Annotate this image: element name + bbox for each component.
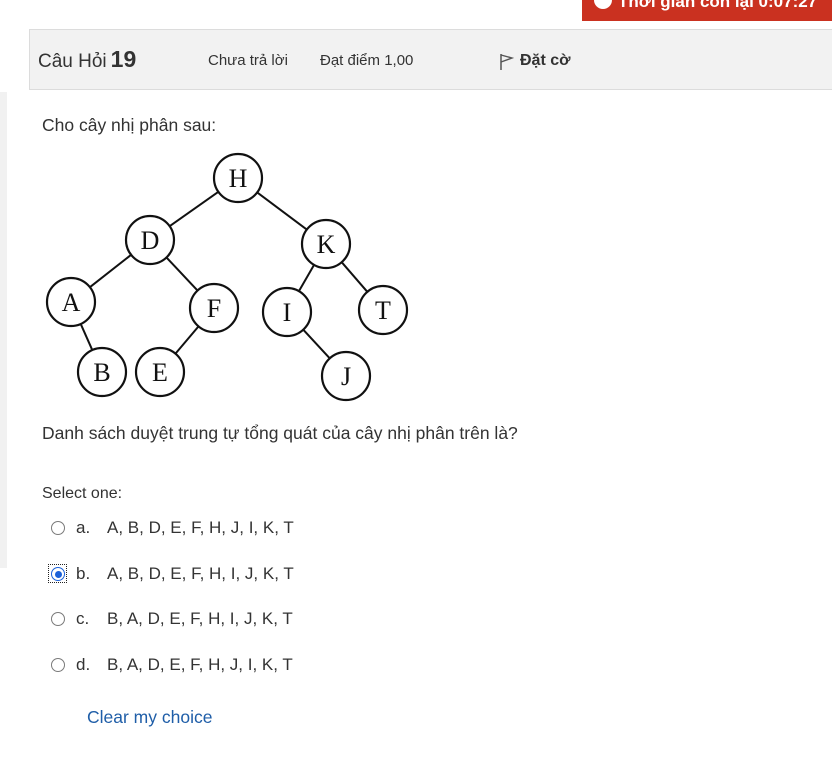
flag-question-button[interactable]: Đặt cờ bbox=[498, 51, 571, 71]
tree-node-F: F bbox=[188, 282, 240, 334]
tree-node-I: I bbox=[261, 286, 313, 338]
timer-banner: Thời gian còn lại 0:07:27 bbox=[582, 0, 832, 21]
tree-edge-D-A bbox=[89, 254, 132, 288]
option-letter: a. bbox=[76, 518, 91, 537]
tree-edge-D-F bbox=[165, 256, 199, 292]
tree-edge-A-B bbox=[79, 323, 94, 351]
question-number-value: 19 bbox=[110, 46, 137, 72]
tree-edge-H-K bbox=[256, 191, 308, 231]
radio-button[interactable] bbox=[51, 612, 65, 626]
tree-node-label: I bbox=[283, 298, 292, 327]
tree-edge-H-D bbox=[169, 191, 219, 227]
radio-button[interactable] bbox=[48, 564, 67, 583]
tree-node-K: K bbox=[300, 218, 352, 270]
clear-choice-link[interactable]: Clear my choice bbox=[87, 707, 213, 727]
tree-edge-K-T bbox=[340, 261, 369, 293]
radio-button[interactable] bbox=[51, 521, 65, 535]
tree-edge-K-I bbox=[298, 264, 315, 292]
tree-node-D: D bbox=[124, 214, 176, 266]
tree-node-label: J bbox=[341, 362, 351, 391]
question-grade: Đạt điểm 1,00 bbox=[320, 52, 414, 69]
option-text: B, A, D, E, F, H, J, I, K, T bbox=[107, 655, 293, 674]
option-letter: d. bbox=[76, 655, 91, 674]
tree-node-label: A bbox=[62, 288, 81, 317]
tree-node-B: B bbox=[76, 346, 128, 398]
timer-text: Thời gian còn lại 0:07:27 bbox=[618, 0, 818, 11]
binary-tree-image: H D K A F I T B E J bbox=[45, 152, 409, 402]
tree-node-H: H bbox=[212, 152, 264, 204]
option-text: B, A, D, E, F, H, I, J, K, T bbox=[107, 609, 293, 628]
select-one-label: Select one: bbox=[42, 485, 123, 502]
option-text: A, B, D, E, F, H, I, J, K, T bbox=[107, 564, 294, 583]
tree-node-J: J bbox=[320, 350, 372, 402]
question-text: Danh sách duyệt trung tự tổng quát của c… bbox=[42, 423, 518, 443]
tree-node-label: F bbox=[207, 294, 221, 323]
tree-edge-I-J bbox=[302, 328, 331, 360]
radio-button[interactable] bbox=[51, 658, 65, 672]
tree-node-label: B bbox=[93, 358, 110, 387]
option-text: A, B, D, E, F, H, J, I, K, T bbox=[107, 518, 294, 537]
tree-node-T: T bbox=[357, 284, 409, 336]
tree-node-E: E bbox=[134, 346, 186, 398]
tree-node-label: D bbox=[141, 226, 160, 255]
option-letter: b. bbox=[76, 564, 91, 583]
tree-node-label: E bbox=[152, 358, 168, 387]
option-letter: c. bbox=[76, 609, 90, 628]
question-label: Câu Hỏi bbox=[38, 51, 107, 72]
tree-node-A: A bbox=[45, 276, 97, 328]
left-border-strip bbox=[0, 92, 7, 568]
flag-label: Đặt cờ bbox=[520, 52, 571, 69]
tree-node-label: T bbox=[375, 296, 391, 325]
tree-node-label: H bbox=[229, 164, 248, 193]
question-prompt: Cho cây nhị phân sau: bbox=[42, 115, 217, 135]
question-state: Chưa trả lời bbox=[208, 52, 288, 69]
tree-edge-F-E bbox=[174, 325, 200, 355]
flag-icon bbox=[500, 54, 515, 70]
tree-node-label: K bbox=[317, 230, 336, 259]
clock-icon bbox=[594, 0, 612, 9]
